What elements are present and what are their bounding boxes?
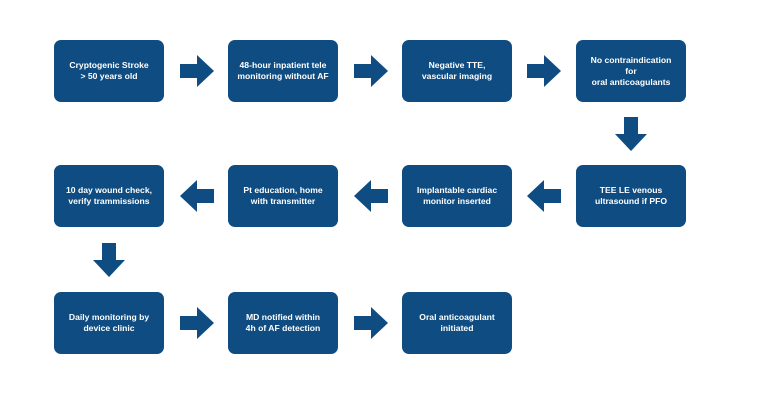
step-inpatient-tele-monitoring: 48-hour inpatient tele monitoring withou… — [228, 40, 338, 102]
step-cryptogenic-stroke: Cryptogenic Stroke > 50 years old — [54, 40, 164, 102]
step-label: TEE LE venous ultrasound if PFO — [594, 185, 668, 206]
step-pt-education: Pt education, home with transmitter — [228, 165, 338, 227]
step-wound-check: 10 day wound check, verify trammissions — [54, 165, 164, 227]
step-label: Oral anticoagulant initiated — [419, 312, 495, 333]
step-label: 10 day wound check, verify trammissions — [66, 185, 152, 206]
step-label: Negative TTE, vascular imaging — [421, 60, 493, 81]
step-label: 48-hour inpatient tele monitoring withou… — [237, 60, 329, 81]
step-tee-le-venous-ultrasound: TEE LE venous ultrasound if PFO — [576, 165, 686, 227]
arrow-left-icon — [527, 180, 561, 212]
step-no-contraindication: No contraindication for oral anticoagula… — [576, 40, 686, 102]
step-oral-anticoagulant: Oral anticoagulant initiated — [402, 292, 512, 354]
step-label: Pt education, home with transmitter — [243, 185, 323, 206]
step-label: Cryptogenic Stroke > 50 years old — [69, 60, 149, 81]
step-negative-tte: Negative TTE, vascular imaging — [402, 40, 512, 102]
step-label: Daily monitoring by device clinic — [68, 312, 150, 333]
arrow-right-icon — [354, 55, 388, 87]
step-label: MD notified within 4h of AF detection — [245, 312, 321, 333]
arrow-down-icon — [615, 117, 647, 151]
arrow-right-icon — [527, 55, 561, 87]
arrow-left-icon — [354, 180, 388, 212]
arrow-right-icon — [180, 55, 214, 87]
step-label: Implantable cardiac monitor inserted — [416, 185, 498, 206]
arrow-down-icon — [93, 243, 125, 277]
step-md-notified: MD notified within 4h of AF detection — [228, 292, 338, 354]
step-implantable-cardiac-monitor: Implantable cardiac monitor inserted — [402, 165, 512, 227]
step-label: No contraindication for oral anticoagula… — [590, 54, 672, 87]
step-daily-monitoring: Daily monitoring by device clinic — [54, 292, 164, 354]
arrow-left-icon — [180, 180, 214, 212]
arrow-right-icon — [180, 307, 214, 339]
arrow-right-icon — [354, 307, 388, 339]
